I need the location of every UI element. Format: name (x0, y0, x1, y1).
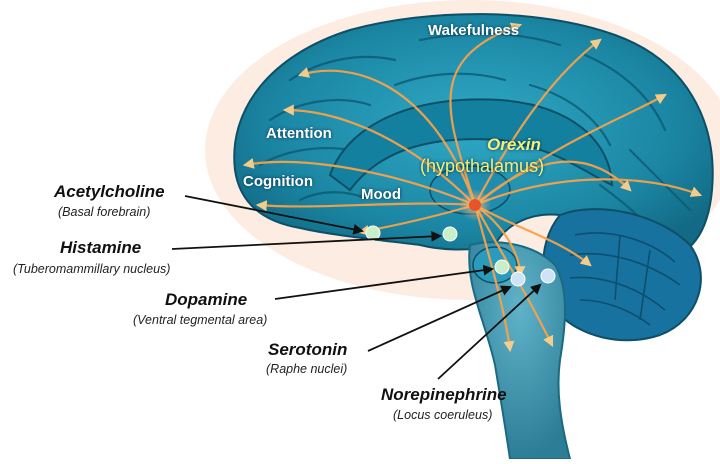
norepinephrine-label: Norepinephrine (381, 385, 507, 405)
histamine-source: (Tuberomammillary nucleus) (13, 262, 170, 276)
serotonin-nucleus (511, 272, 525, 286)
histamine-nucleus (443, 227, 457, 241)
serotonin-source: (Raphe nuclei) (266, 362, 347, 376)
dopamine-source: (Ventral tegmental area) (133, 313, 267, 327)
acetylcholine-source: (Basal forebrain) (58, 205, 150, 219)
histamine-label: Histamine (60, 238, 141, 258)
orexin-source: (hypothalamus) (420, 156, 544, 177)
acetylcholine-nucleus (366, 226, 380, 240)
dopamine-nucleus (495, 260, 509, 274)
serotonin-label: Serotonin (268, 340, 347, 360)
region-mood: Mood (361, 186, 401, 203)
acetylcholine-label: Acetylcholine (54, 182, 165, 202)
region-attention: Attention (266, 125, 332, 142)
orexin-hub (469, 199, 481, 211)
norepinephrine-nucleus (541, 269, 555, 283)
region-wakefulness: Wakefulness (428, 22, 519, 39)
norepinephrine-source: (Locus coeruleus) (393, 408, 492, 422)
dopamine-label: Dopamine (165, 290, 247, 310)
region-cognition: Cognition (243, 173, 313, 190)
orexin-label: Orexin (487, 135, 541, 155)
